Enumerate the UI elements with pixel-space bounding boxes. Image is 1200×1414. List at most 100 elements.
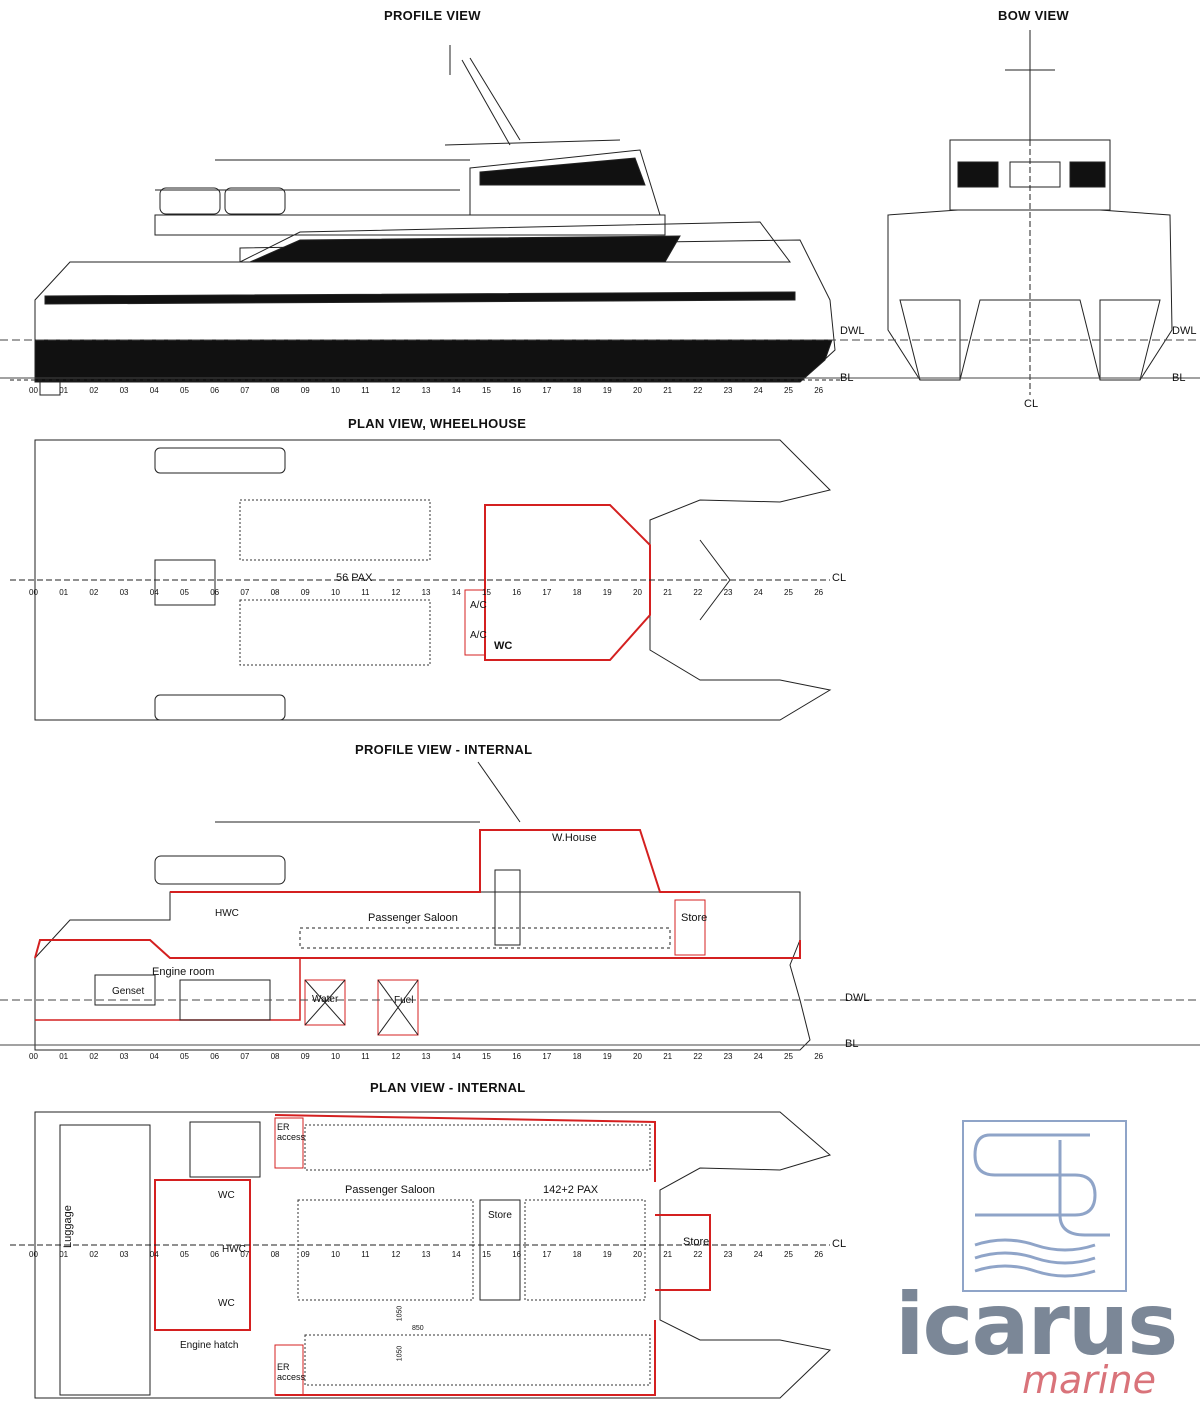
frame-number: 03 bbox=[119, 1052, 129, 1061]
frame-number: 15 bbox=[482, 1052, 491, 1061]
frame-number: 05 bbox=[180, 386, 189, 395]
plan-wheelhouse-view bbox=[10, 439, 832, 721]
genset-label: Genset bbox=[112, 986, 145, 997]
frame-number: 04 bbox=[149, 1052, 159, 1061]
wc-label-plan-bottom: WC bbox=[218, 1298, 235, 1309]
brand-name: icarus bbox=[895, 1275, 1178, 1375]
frame-number: 10 bbox=[331, 1250, 340, 1259]
pi-engine-room-red bbox=[35, 958, 301, 1021]
frame-number: 01 bbox=[59, 588, 69, 597]
pn-luggage bbox=[59, 1124, 151, 1396]
frame-number: 06 bbox=[210, 588, 220, 597]
profile-liferaft-2 bbox=[224, 187, 286, 215]
frame-number: 07 bbox=[240, 588, 250, 597]
frame-number: 09 bbox=[300, 386, 310, 395]
pax-internal-label: 142+2 PAX bbox=[543, 1184, 599, 1196]
frame-number: 20 bbox=[633, 1052, 642, 1061]
pn-store-red bbox=[655, 1214, 711, 1291]
pn-saloon-red bbox=[274, 1114, 656, 1396]
bl-marker-bow: BL bbox=[1172, 372, 1186, 384]
profile-view bbox=[10, 45, 840, 396]
dwl-marker-bow: DWL bbox=[1172, 325, 1197, 337]
frame-number: 04 bbox=[149, 588, 159, 597]
plan-wh-stair bbox=[154, 559, 216, 606]
frame-number: 09 bbox=[300, 588, 310, 597]
frame-number: 02 bbox=[89, 1052, 99, 1061]
frame-number: 17 bbox=[542, 1052, 552, 1061]
pn-er-access-bottom bbox=[274, 1344, 304, 1396]
pi-fuel-tank bbox=[377, 979, 419, 1036]
frame-number: 23 bbox=[723, 588, 733, 597]
pn-er-access-top bbox=[274, 1117, 304, 1169]
frame-number: 08 bbox=[270, 1052, 280, 1061]
pn-engine-top bbox=[189, 1121, 261, 1178]
frame-number: 14 bbox=[451, 1250, 461, 1259]
profile-mast bbox=[461, 59, 511, 146]
frame-number: 18 bbox=[572, 588, 582, 597]
frame-number: 14 bbox=[451, 1052, 461, 1061]
profile-liferaft-1 bbox=[159, 187, 221, 215]
frame-number: 12 bbox=[391, 1052, 401, 1061]
frame-number: 13 bbox=[421, 588, 431, 597]
frame-number: 00 bbox=[29, 1250, 38, 1259]
frame-number: 17 bbox=[542, 386, 552, 395]
frame-number: 22 bbox=[693, 1250, 703, 1259]
frame-number: 18 bbox=[572, 1250, 582, 1259]
frame-number: 23 bbox=[723, 1052, 733, 1061]
frame-number: 19 bbox=[602, 1250, 612, 1259]
profile-wheelhouse-roof bbox=[444, 139, 621, 146]
frame-number: 26 bbox=[814, 1250, 824, 1259]
plan-wh-liferafts-bottom bbox=[154, 694, 286, 721]
frame-number: 24 bbox=[753, 386, 763, 395]
frame-number: 25 bbox=[784, 1052, 793, 1061]
plan-wh-liferafts-top bbox=[154, 447, 286, 474]
wc-label-top: WC bbox=[494, 640, 513, 652]
frame-number: 24 bbox=[753, 1250, 763, 1259]
profile-internal-view bbox=[34, 761, 811, 1051]
store-centre-label: Store bbox=[488, 1210, 512, 1221]
frame-number: 12 bbox=[391, 1250, 401, 1259]
frame-number: 10 bbox=[331, 588, 340, 597]
pi-mast bbox=[477, 761, 521, 823]
bow-stbd-hull bbox=[1099, 299, 1161, 381]
frame-number: 01 bbox=[59, 1250, 69, 1259]
frame-number: 18 bbox=[572, 386, 582, 395]
whouse-label: W.House bbox=[552, 832, 597, 844]
cl-marker-plan-internal: CL bbox=[832, 1238, 847, 1250]
frame-number: 02 bbox=[89, 588, 99, 597]
frame-number: 10 bbox=[331, 1052, 340, 1061]
frame-number: 22 bbox=[693, 386, 703, 395]
pn-deck-outline bbox=[34, 1111, 832, 1399]
frame-number: 21 bbox=[663, 386, 673, 395]
profile-internal-title: PROFILE VIEW - INTERNAL bbox=[355, 742, 533, 757]
pi-saloon-seats bbox=[299, 927, 671, 949]
ac-label-1: A/C bbox=[470, 600, 487, 611]
frame-number: 01 bbox=[59, 386, 69, 395]
frame-number: 19 bbox=[602, 588, 612, 597]
pi-stair bbox=[494, 869, 521, 946]
frame-number: 25 bbox=[784, 1250, 793, 1259]
st-logo-box bbox=[962, 1120, 1127, 1292]
fuel-label: Fuel bbox=[394, 995, 414, 1006]
frame-number: 11 bbox=[361, 1250, 370, 1259]
frame-number: 21 bbox=[663, 1052, 673, 1061]
frame-number: 15 bbox=[482, 588, 491, 597]
dimension-1050-b: 1050 bbox=[396, 1345, 404, 1362]
frame-number: 08 bbox=[270, 1250, 280, 1259]
frame-number: 23 bbox=[723, 386, 733, 395]
frame-number: 20 bbox=[633, 386, 642, 395]
frame-number: 11 bbox=[361, 588, 370, 597]
wc-label-plan-top: WC bbox=[218, 1190, 235, 1201]
frame-number: 07 bbox=[240, 386, 250, 395]
profile-wheelhouse bbox=[469, 149, 661, 216]
frame-number: 03 bbox=[119, 588, 129, 597]
hwc-label: HWC bbox=[215, 908, 239, 919]
store-bow-label: Store bbox=[683, 1236, 710, 1248]
brand-sub: marine bbox=[1022, 1358, 1156, 1402]
frame-number: 02 bbox=[89, 1250, 99, 1259]
frame-number: 16 bbox=[512, 386, 522, 395]
frame-number: 04 bbox=[149, 1250, 159, 1259]
engine-room-label: Engine room bbox=[152, 966, 215, 978]
frame-number: 00 bbox=[29, 386, 38, 395]
dimension-850: 850 bbox=[412, 1325, 424, 1332]
